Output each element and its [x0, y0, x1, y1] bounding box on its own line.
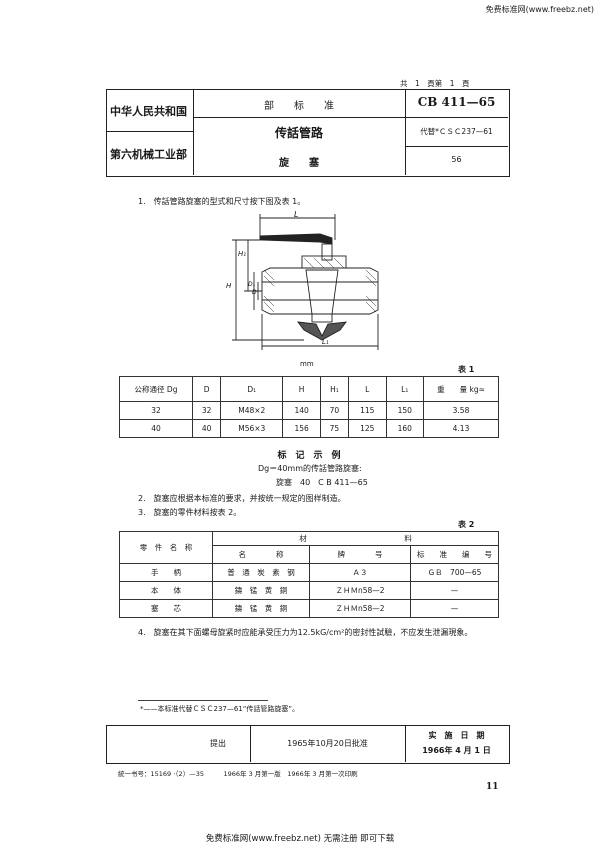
table-cell: —	[410, 581, 499, 600]
table-row: 手 柄 普 通 炭 素 钢 Ａ３ ＧＢ 700—65	[119, 563, 499, 582]
table1-header: 公称通径 Dg	[119, 376, 193, 402]
standard-type: 部 标 准	[264, 101, 334, 112]
clause-1: 1. 传話管路旋塞的型式和尺寸按下图及表 1。	[138, 197, 306, 206]
table-cell: 手 柄	[119, 563, 213, 582]
table1-header: L	[348, 376, 387, 402]
footnote: *——本标准代替ＣＳＣ237—61“传話管路旋塞”。	[140, 705, 300, 713]
table-cell: M56×3	[220, 419, 284, 438]
table2-header-part: 零 件 名 称	[119, 531, 213, 564]
table1-header: 重 量 kg≈	[423, 376, 499, 402]
org-name-1: 中华人民共和国	[110, 105, 187, 118]
dim-label-l: L	[294, 210, 299, 219]
table-row: 40 40 M56×3 156 75 125 160 4.13	[119, 419, 499, 438]
table-cell: ＺＨＭn58—2	[309, 581, 411, 600]
table-2: 零 件 名 称 材 料 名 称 牌 号 标 准 编 号 手 柄 普 通 炭 素 …	[119, 531, 499, 618]
table2-subheader: 名 称	[212, 545, 310, 564]
table-cell: 3.58	[423, 401, 499, 420]
footnote-rule	[138, 700, 268, 701]
table-cell: 4.13	[423, 419, 499, 438]
header-divider-left	[193, 89, 194, 175]
dim-label-d1: D₁	[248, 281, 256, 288]
table2-header-material: 材 料	[212, 531, 499, 546]
table-cell: 本 体	[119, 581, 213, 600]
valve-drawing	[232, 214, 379, 350]
dim-label-l1: L₁	[322, 338, 329, 346]
classification-code: 56	[451, 155, 462, 164]
footer-divider-1	[250, 725, 251, 762]
dim-label-d: D	[252, 289, 257, 296]
table2-subheader: 牌 号	[309, 545, 411, 564]
header-divider-org	[106, 131, 194, 132]
example-title: 标 记 示 例	[277, 451, 341, 461]
standard-number: CB 411—65	[417, 95, 496, 109]
replaces-note: 代替*ＣＳＣ237—61	[420, 127, 493, 136]
table-row: 塞 芯 鑄 锰 黄 銅 ＺＨＭn58—2 —	[119, 599, 499, 618]
header-divider-right	[405, 89, 406, 175]
table-cell: 鑄 锰 黄 銅	[212, 581, 310, 600]
header-box	[106, 89, 510, 177]
table-cell: 普 通 炭 素 钢	[212, 563, 310, 582]
table2-subheader: 标 准 编 号	[410, 545, 499, 564]
table-cell: 鑄 锰 黄 銅	[212, 599, 310, 618]
table-1: 公称通径 Dg D D₁ H H₁ L L₁ 重 量 kg≈ 32 32 M48…	[119, 376, 499, 438]
table-cell: 115	[348, 401, 387, 420]
example-line-2: 旋塞 40 C B 411—65	[276, 478, 368, 487]
unit-label: mm	[300, 360, 314, 368]
table-cell: 40	[119, 419, 193, 438]
table-cell: —	[410, 599, 499, 618]
standard-title: 传話管路	[274, 126, 323, 140]
org-name-2: 第六机械工业部	[110, 148, 187, 161]
table1-header: D₁	[220, 376, 284, 402]
table-cell: ＺＨＭn58—2	[309, 599, 411, 618]
table-cell: 150	[385, 401, 424, 420]
table-cell: Ａ３	[309, 563, 411, 582]
footer-divider-2	[405, 725, 406, 762]
table-cell: 70	[319, 401, 350, 420]
table1-header: L₁	[385, 376, 424, 402]
table1-label: 表 1	[458, 365, 475, 374]
table-cell: M48×2	[220, 401, 284, 420]
table-cell: 塞 芯	[119, 599, 213, 618]
footer-proposed: 提出	[210, 739, 226, 748]
table-cell: 156	[282, 419, 321, 438]
table1-header: H₁	[319, 376, 350, 402]
watermark-top: 免费标准网(www.freebz.net)	[485, 5, 594, 14]
footer-box	[106, 725, 510, 764]
print-info: 統一书号：15169 ·（2）—35 1966年 3 月第一版 1966年 3 …	[118, 770, 358, 778]
clause-2: 2. 旋塞应根据本标准的要求，并按统一规定的图样制造。	[138, 494, 346, 503]
page-number: 11	[486, 782, 499, 792]
table-cell: 75	[319, 419, 350, 438]
watermark-bottom: 免费标准网(www.freebz.net) 无需注册 即可下载	[205, 834, 395, 844]
table1-header: D	[191, 376, 222, 402]
table-cell: 140	[282, 401, 321, 420]
table-row: 本 体 鑄 锰 黄 銅 ＺＨＭn58—2 —	[119, 581, 499, 600]
page-info: 共 1 頁第 1 頁	[400, 79, 470, 88]
table1-header: H	[282, 376, 321, 402]
footer-effective-title: 实 施 日 期	[428, 731, 485, 740]
footer-effective-date: 1966年 4 月 1 日	[422, 746, 491, 755]
table1-header-row: 公称通径 Dg D D₁ H H₁ L L₁ 重 量 kg≈	[119, 376, 499, 402]
clause-3: 3. 旋塞的零件材料按表 2。	[138, 508, 242, 517]
table-cell: 40	[191, 419, 222, 438]
table-cell: 160	[385, 419, 424, 438]
table-row: 32 32 M48×2 140 70 115 150 3.58	[119, 401, 499, 420]
table2-label: 表 2	[458, 520, 475, 529]
footer-approved: 1965年10月20日批准	[287, 739, 368, 748]
standard-subtitle: 旋 塞	[279, 158, 319, 169]
table-cell: 125	[348, 419, 387, 438]
table-cell: 32	[191, 401, 222, 420]
dim-label-h1: H₁	[238, 250, 247, 258]
table2-subheader-row: 名 称 牌 号 标 准 编 号	[120, 545, 499, 564]
header-divider-code	[405, 146, 508, 147]
table-cell: 32	[119, 401, 193, 420]
clause-4: 4. 旋塞在其下面螺母旋紧时应能承受压力为12.5kG/cm²的密封性試驗，不应…	[138, 628, 473, 637]
dim-label-h: H	[226, 282, 232, 290]
header-divider-top	[193, 117, 508, 118]
table2-header-row: 零 件 名 称 材 料	[119, 531, 499, 564]
table-cell: ＧＢ 700—65	[410, 563, 499, 582]
example-line-1: Dg＝40mm的传話管路旋塞:	[258, 464, 362, 473]
